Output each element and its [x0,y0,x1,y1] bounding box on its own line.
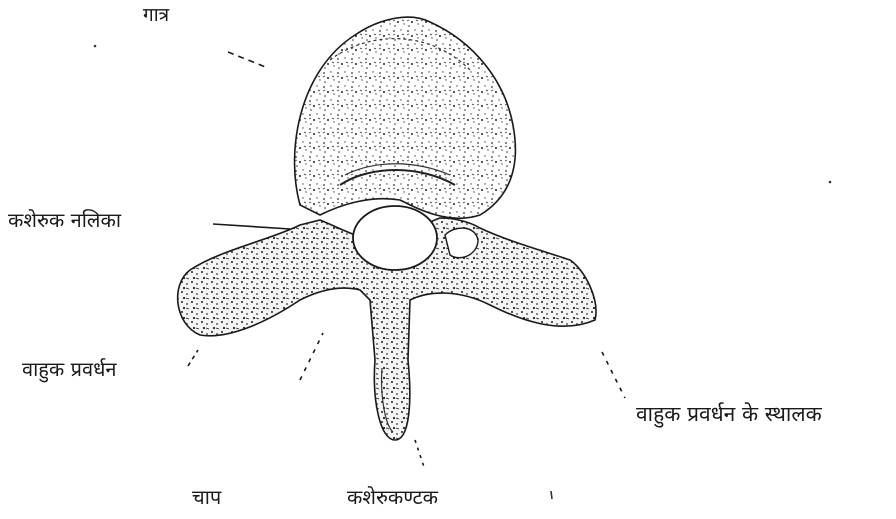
label-arch: चाप [192,487,221,507]
leader-canal [213,224,290,229]
vertebral-canal [353,206,437,270]
leader-arch [300,333,323,380]
label-vertebral-canal: कशेरुक नलिका [8,210,121,230]
speck [829,181,832,184]
label-spinous-process: कशेरुकण्टक [347,487,438,507]
leader-facet [602,352,625,398]
leader-body [228,52,268,68]
label-transverse-process: वाहुक प्रवर्धन [22,359,117,379]
label-transverse-process-facet: वाहुक प्रवर्धन के स्थालक [636,404,822,425]
speck [94,45,97,48]
speck [551,491,552,499]
leader-transverse [188,350,198,366]
label-body: गात्र [143,6,169,25]
vertebral-body [295,17,516,218]
leader-spine [415,440,425,470]
